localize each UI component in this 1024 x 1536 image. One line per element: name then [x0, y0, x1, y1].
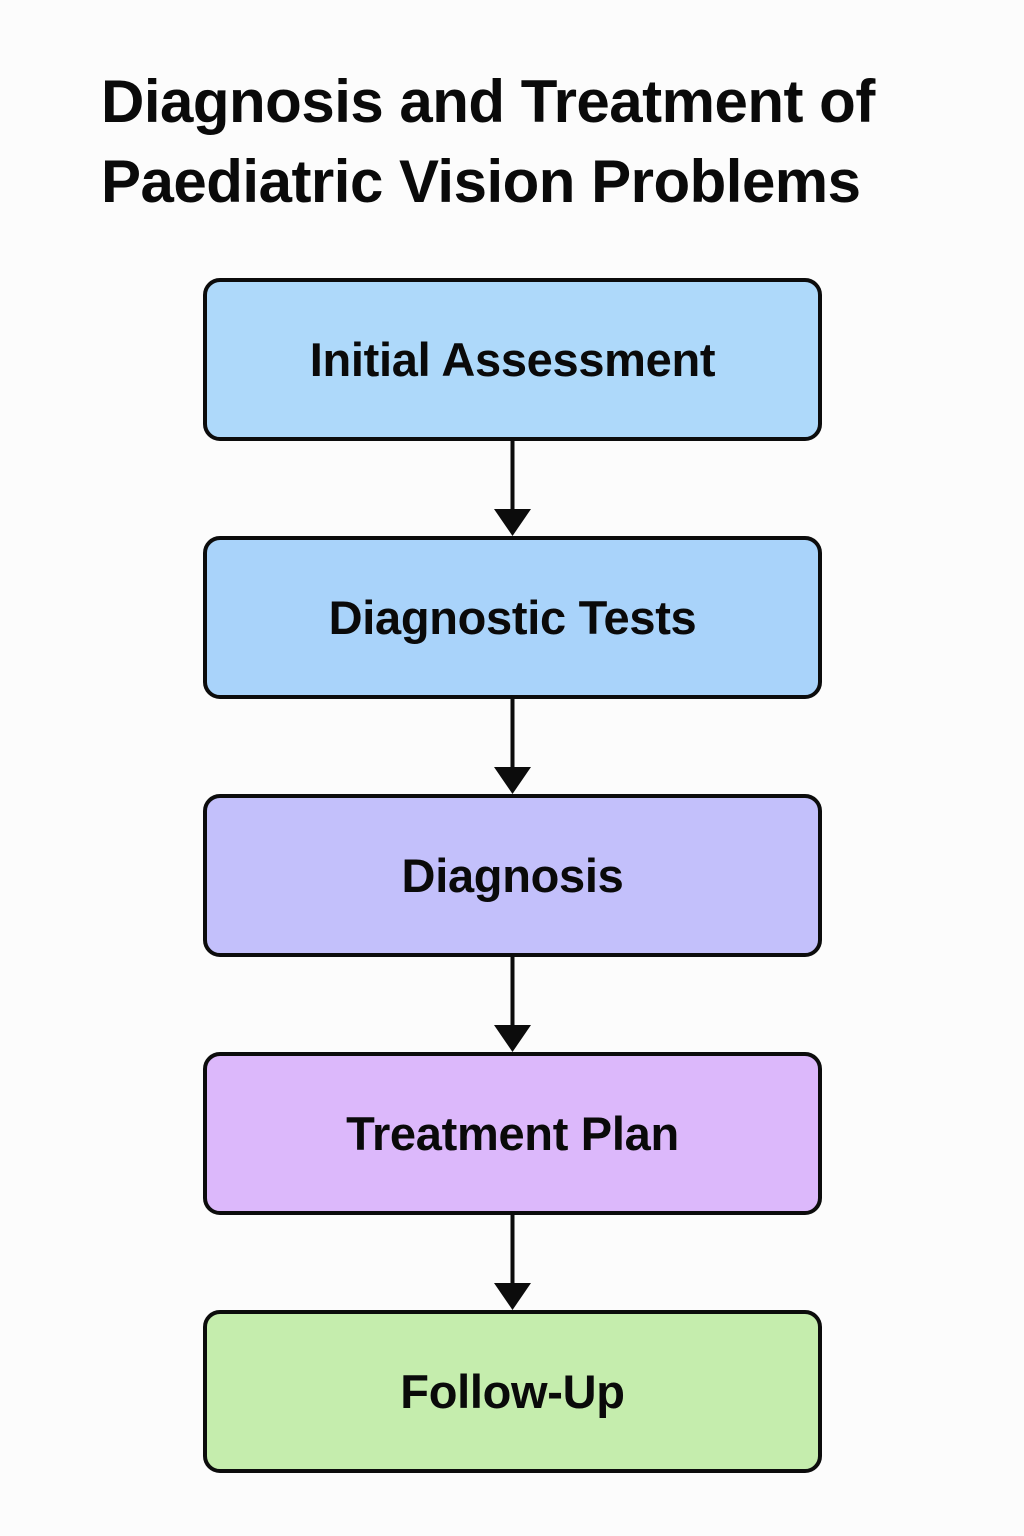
flow-node-diagnosis[interactable]: Diagnosis — [203, 794, 822, 957]
flow-node-label: Diagnostic Tests — [328, 590, 697, 644]
flow-arrow-treatment-plan-to-follow-up — [203, 1213, 822, 1310]
flow-node-follow-up[interactable]: Follow-Up — [203, 1310, 822, 1473]
page-title: Diagnosis and Treatment of Paediatric Vi… — [101, 68, 875, 215]
flow-arrow-diagnosis-to-treatment-plan — [203, 955, 822, 1052]
flow-node-label: Treatment Plan — [346, 1106, 679, 1160]
flow-node-initial-assessment[interactable]: Initial Assessment — [203, 278, 822, 441]
flowchart-flow: Initial Assessment Diagnostic Tests Diag… — [203, 278, 822, 1473]
flow-node-label: Follow-Up — [400, 1364, 625, 1418]
flow-arrow-initial-assessment-to-diagnostic-tests — [203, 439, 822, 536]
flow-arrow-diagnostic-tests-to-diagnosis — [203, 697, 822, 794]
flow-node-treatment-plan[interactable]: Treatment Plan — [203, 1052, 822, 1215]
flow-node-label: Diagnosis — [401, 848, 624, 902]
flow-node-diagnostic-tests[interactable]: Diagnostic Tests — [203, 536, 822, 699]
flow-node-label: Initial Assessment — [309, 332, 716, 386]
